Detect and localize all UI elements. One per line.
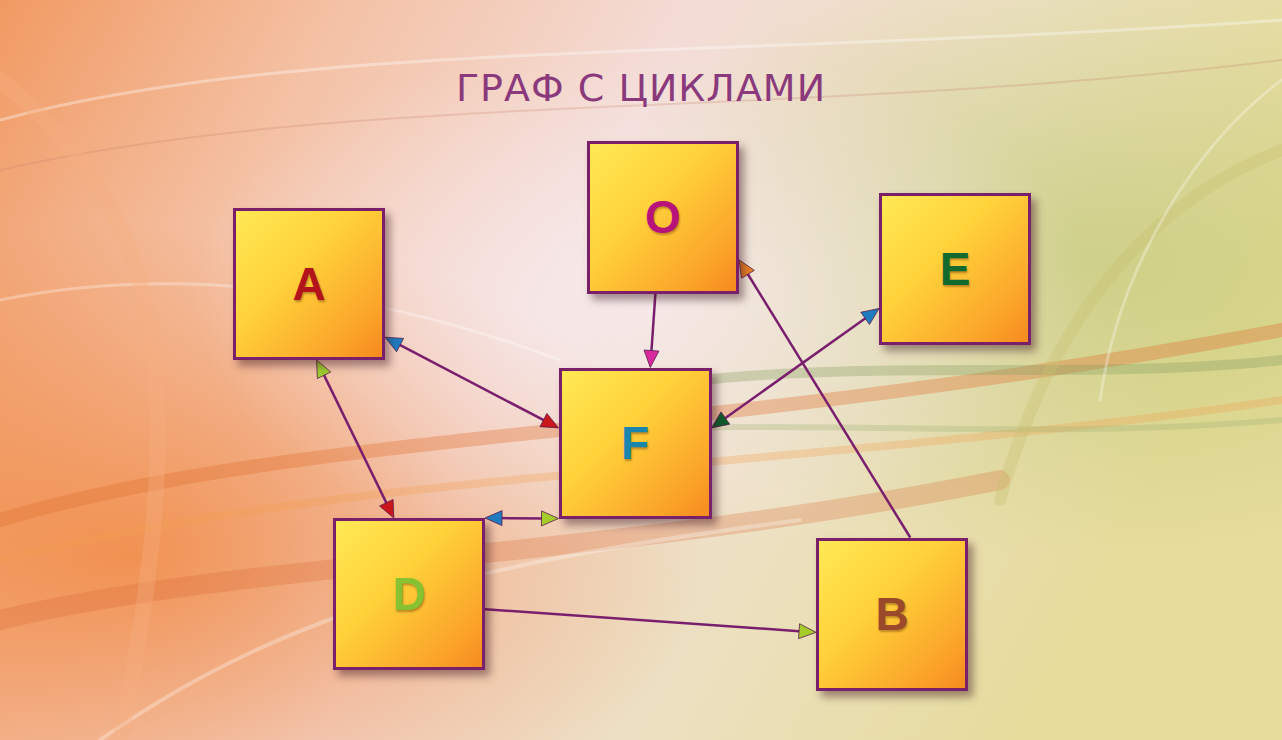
arrowhead: [385, 337, 404, 352]
arrowhead: [712, 412, 730, 428]
node-label: O: [645, 194, 681, 240]
graph-node-box: B: [816, 538, 968, 691]
edge-line: [651, 294, 655, 358]
graph-edge: [385, 337, 559, 428]
graph-edge: [644, 294, 659, 368]
arrowhead: [541, 511, 558, 526]
title: ГРАФ С ЦИКЛАМИ: [0, 66, 1282, 110]
edge-line: [321, 369, 389, 509]
arrowhead: [644, 350, 659, 367]
graph-node-box: E: [879, 193, 1031, 345]
arrowhead: [317, 360, 331, 379]
node-label: B: [875, 591, 908, 637]
arrowhead: [739, 260, 754, 278]
arrowhead: [799, 624, 816, 639]
edge-line: [495, 517, 548, 520]
node-label: D: [392, 571, 425, 617]
arrowhead: [380, 499, 394, 518]
node-label: E: [940, 246, 971, 292]
graph-edge: [712, 309, 880, 428]
arrowhead: [485, 511, 502, 526]
graph-node-box: A: [233, 208, 385, 360]
graph-edge: [485, 511, 559, 526]
graph-node-box: F: [559, 368, 712, 519]
node-label: A: [292, 261, 325, 307]
node-label: F: [621, 420, 649, 466]
graph-edge: [485, 609, 816, 638]
graph-node-box: D: [333, 518, 485, 670]
graph-edge: [317, 360, 394, 518]
edge-line: [394, 342, 549, 423]
graph-node-box: O: [587, 141, 739, 294]
edge-line: [720, 314, 871, 422]
edge-line: [485, 609, 806, 631]
arrowhead: [540, 413, 559, 428]
arrowhead: [861, 309, 879, 325]
